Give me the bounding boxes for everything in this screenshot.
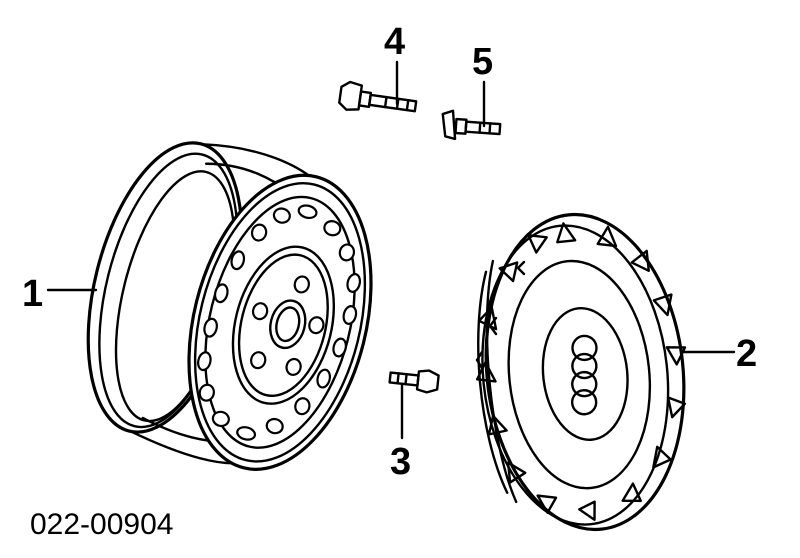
steel-wheel	[86, 141, 373, 471]
hubcap	[475, 212, 687, 532]
wheel-bolt	[388, 369, 440, 394]
vent-holes	[197, 204, 362, 441]
brand-rings-emblem	[570, 334, 598, 416]
diagram-code: 022-00904	[30, 508, 173, 541]
callout-5: 5	[472, 41, 493, 83]
center-bore	[269, 299, 307, 350]
callout-4: 4	[384, 21, 405, 63]
wheel-stud	[441, 109, 502, 141]
hubcap-clips	[475, 260, 526, 370]
hubcap-tabs	[475, 222, 687, 522]
valve-stem	[338, 80, 418, 113]
callout-1: 1	[22, 273, 43, 315]
lug-holes	[250, 275, 325, 376]
callout-3: 3	[390, 441, 411, 483]
callout-2: 2	[736, 333, 757, 375]
